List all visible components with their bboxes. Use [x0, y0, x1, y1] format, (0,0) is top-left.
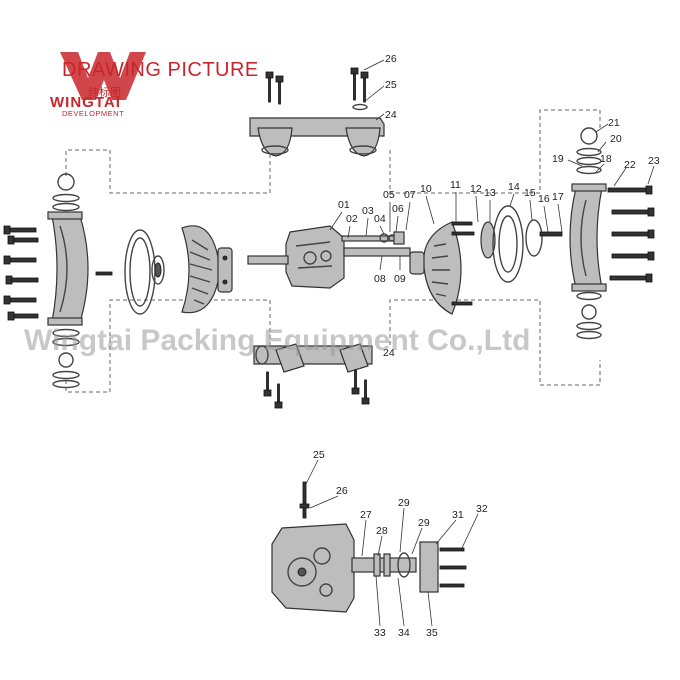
callout-labels: 01 02 03 04 05 06 07 08 09 10 11 12 13 1…: [313, 53, 660, 639]
callout-25-top: 25: [385, 79, 397, 91]
right-ball-and-seats: [576, 127, 602, 340]
callout-06: 06: [392, 203, 404, 215]
callout-04: 04: [374, 213, 386, 225]
callout-22: 22: [624, 159, 636, 171]
callout-27: 27: [360, 509, 372, 521]
left-air-chamber: [181, 225, 233, 314]
left-diaphragm: [124, 229, 165, 315]
callout-25-detail: 25: [313, 449, 325, 461]
left-chamber-bolts: [3, 225, 113, 321]
callout-11: 11: [450, 179, 461, 191]
bottom-manifold: [253, 343, 373, 373]
callout-24-bottom: 24: [383, 347, 395, 359]
callout-08: 08: [374, 273, 386, 285]
brand-name: WINGTAI: [50, 94, 121, 111]
center-shaft: [341, 231, 411, 257]
callout-02: 02: [346, 213, 358, 225]
right-chamber-bolts: [607, 185, 655, 283]
left-outer-chamber: [47, 211, 89, 326]
callout-35: 35: [426, 627, 438, 639]
callout-05: 05: [383, 189, 395, 201]
callout-23: 23: [648, 155, 660, 167]
callout-34: 34: [398, 627, 410, 639]
callout-21: 21: [608, 117, 620, 129]
callout-20: 20: [610, 133, 622, 145]
diagram-title: DRAWING PICTURE: [62, 59, 259, 81]
air-valve-detail: [271, 481, 467, 613]
callout-18: 18: [600, 153, 612, 165]
callout-29a: 29: [398, 497, 410, 509]
top-manifold: [249, 117, 385, 157]
dashed-path-upper-right: [389, 109, 601, 194]
dashed-path-upper-left: [65, 149, 271, 194]
right-outer-chamber: [569, 183, 607, 292]
callout-17: 17: [552, 191, 564, 203]
dashed-path-lower-right: [389, 299, 601, 386]
callout-24-top: 24: [385, 109, 397, 121]
callout-13: 13: [484, 187, 496, 199]
bottom-manifold-bolts: [263, 369, 370, 409]
left-ball-and-seats: [52, 173, 80, 389]
callout-14: 14: [508, 181, 520, 193]
callout-19: 19: [552, 153, 564, 165]
brand-chinese-name: 纬标图: [88, 85, 121, 99]
callout-15: 15: [524, 187, 536, 199]
callout-33: 33: [374, 627, 386, 639]
callout-16: 16: [538, 193, 550, 205]
callout-28: 28: [376, 525, 388, 537]
callout-10: 10: [420, 183, 432, 195]
leader-lines: [305, 59, 655, 627]
callout-01: 01: [338, 199, 350, 211]
callout-03: 03: [362, 205, 374, 217]
callout-29b: 29: [418, 517, 430, 529]
logo-w-mark: [60, 52, 146, 100]
callout-26-top: 26: [385, 53, 397, 65]
callout-12: 12: [470, 183, 482, 195]
watermark-text: Wingtai Packing Equipment Co.,Ltd: [24, 324, 530, 357]
callout-31: 31: [452, 509, 464, 521]
callout-32: 32: [476, 503, 488, 515]
callout-07: 07: [404, 189, 416, 201]
brand-logo: WINGTAI 纬标图 DEVELOPMENT: [50, 52, 146, 118]
right-diaphragm: [480, 205, 563, 283]
brand-subtitle: DEVELOPMENT: [62, 109, 124, 118]
right-air-chamber: [409, 221, 475, 315]
callout-26-detail: 26: [336, 485, 348, 497]
top-manifold-bolts: [265, 67, 369, 111]
center-body: [247, 225, 345, 289]
dashed-path-lower-left: [65, 299, 271, 393]
callout-09: 09: [394, 273, 406, 285]
